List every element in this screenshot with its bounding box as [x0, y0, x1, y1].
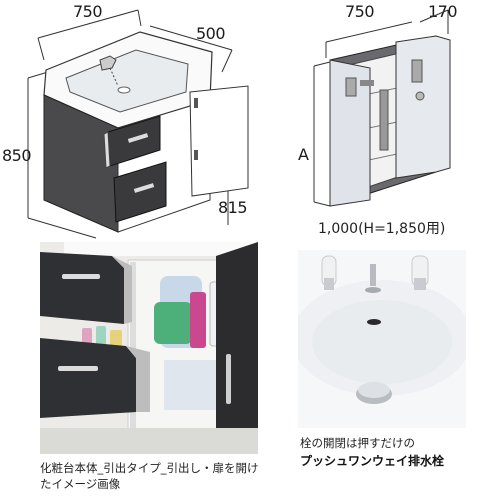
mirror-height-label: A — [298, 145, 309, 164]
mirror-depth-label: 170 — [428, 2, 458, 21]
vanity-lower-height-label: 815 — [218, 198, 248, 217]
mirror-drawing — [313, 9, 451, 207]
interior-photo — [40, 242, 258, 454]
mirror-footnote: 1,000(H=1,850用) — [318, 221, 446, 237]
vanity-height-label: 850 — [2, 146, 32, 165]
vanity-drawing — [27, 9, 249, 239]
vanity-depth-label: 500 — [196, 24, 226, 43]
faucet-caption-line2: プッシュワンウェイ排水栓 — [300, 454, 445, 468]
vanity-width-label: 750 — [73, 2, 103, 21]
interior-photo-caption: 化粧台本体_引出タイプ_引出し・扉を開けたイメージ画像 — [40, 461, 259, 491]
mirror-width-label: 750 — [345, 2, 375, 21]
faucet-caption-line1: 栓の開閉は押すだけの — [300, 436, 415, 450]
faucet-photo — [298, 250, 466, 428]
